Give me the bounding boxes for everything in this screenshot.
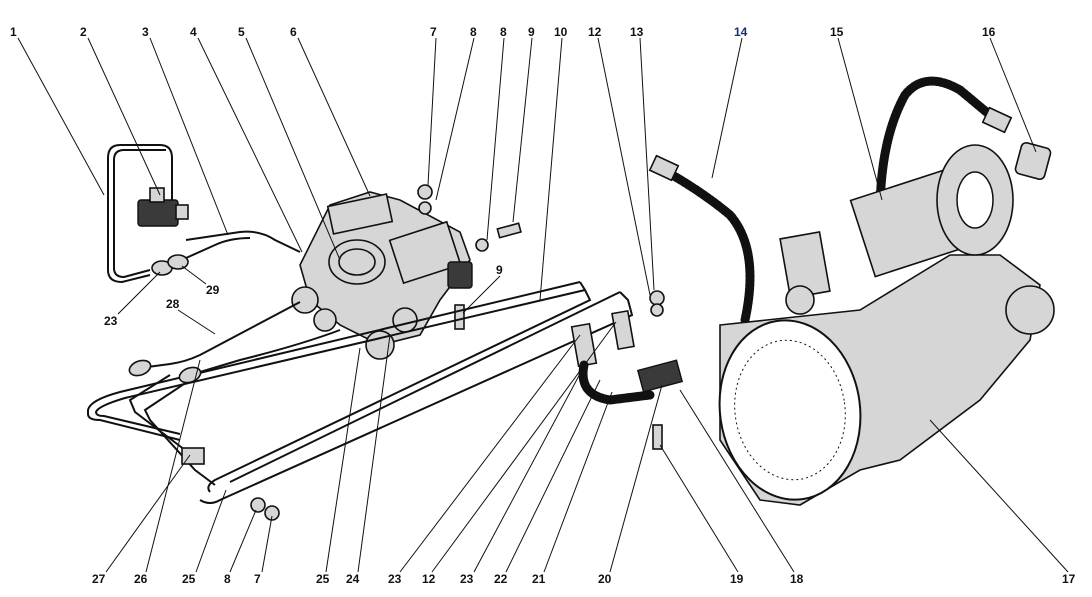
callout-4: 4 — [190, 25, 197, 39]
callout-13: 13 — [630, 25, 644, 39]
callout-29: 29 — [206, 283, 220, 297]
flexible-hose-part-14 — [655, 163, 755, 325]
callout-22: 22 — [494, 572, 508, 586]
pipe-to-union — [185, 237, 251, 259]
callout-10: 10 — [554, 25, 568, 39]
callout-9-inner: 9 — [496, 263, 503, 277]
callout-23-b: 23 — [460, 572, 474, 586]
pipe-loop-part-1 — [107, 144, 173, 284]
callouts-bottom-row: 27 26 25 8 7 25 24 23 12 23 22 21 20 19 … — [92, 572, 1076, 586]
pressure-switch-part-2 — [137, 187, 189, 227]
callout-7-bottom: 7 — [254, 572, 261, 586]
banjo-fitting-part-16 — [1014, 141, 1052, 181]
callout-23-a: 23 — [388, 572, 402, 586]
callout-8-top-b: 8 — [500, 25, 507, 39]
callout-2: 2 — [80, 25, 87, 39]
callout-25-a: 25 — [182, 572, 196, 586]
callout-9-top: 9 — [528, 25, 535, 39]
callouts-inner: 29 23 28 9 — [104, 263, 503, 328]
leader-lines — [17, 37, 1069, 573]
callout-6: 6 — [290, 25, 297, 39]
pipe-part-3 — [185, 230, 301, 253]
callout-27: 27 — [92, 572, 106, 586]
callout-20: 20 — [598, 572, 612, 586]
callout-15: 15 — [830, 25, 844, 39]
fasteners-top — [250, 184, 665, 521]
callout-3: 3 — [142, 25, 149, 39]
flexible-hose-part-15 — [875, 76, 995, 220]
callout-23-left: 23 — [104, 314, 118, 328]
union-part-29 — [151, 254, 189, 276]
callout-7-top: 7 — [430, 25, 437, 39]
callout-5: 5 — [238, 25, 245, 39]
callout-19: 19 — [730, 572, 744, 586]
callout-8-bottom: 8 — [224, 572, 231, 586]
hose-fitting-part-14 — [648, 154, 680, 182]
callout-12-top: 12 — [588, 25, 602, 39]
callout-12-bottom: 12 — [422, 572, 436, 586]
callout-16: 16 — [982, 25, 996, 39]
callout-18: 18 — [790, 572, 804, 586]
callout-17: 17 — [1062, 572, 1076, 586]
fittings-center — [570, 309, 684, 405]
callout-1: 1 — [10, 25, 17, 39]
callout-14: 14 — [734, 25, 748, 39]
booster-part-17 — [718, 144, 1055, 506]
hose-fitting-part-15 — [981, 106, 1013, 134]
callouts-top-row: 1 2 3 4 5 6 7 8 8 9 10 12 13 14 15 16 — [10, 25, 996, 39]
callout-8-top-a: 8 — [470, 25, 477, 39]
callout-21: 21 — [532, 572, 546, 586]
callout-25-b: 25 — [316, 572, 330, 586]
callout-26: 26 — [134, 572, 148, 586]
brake-valve-assembly — [291, 191, 473, 360]
callout-24: 24 — [346, 572, 360, 586]
brake-pipe-bundle — [87, 281, 634, 504]
callout-28: 28 — [166, 297, 180, 311]
pipe-unions-left — [128, 359, 205, 465]
